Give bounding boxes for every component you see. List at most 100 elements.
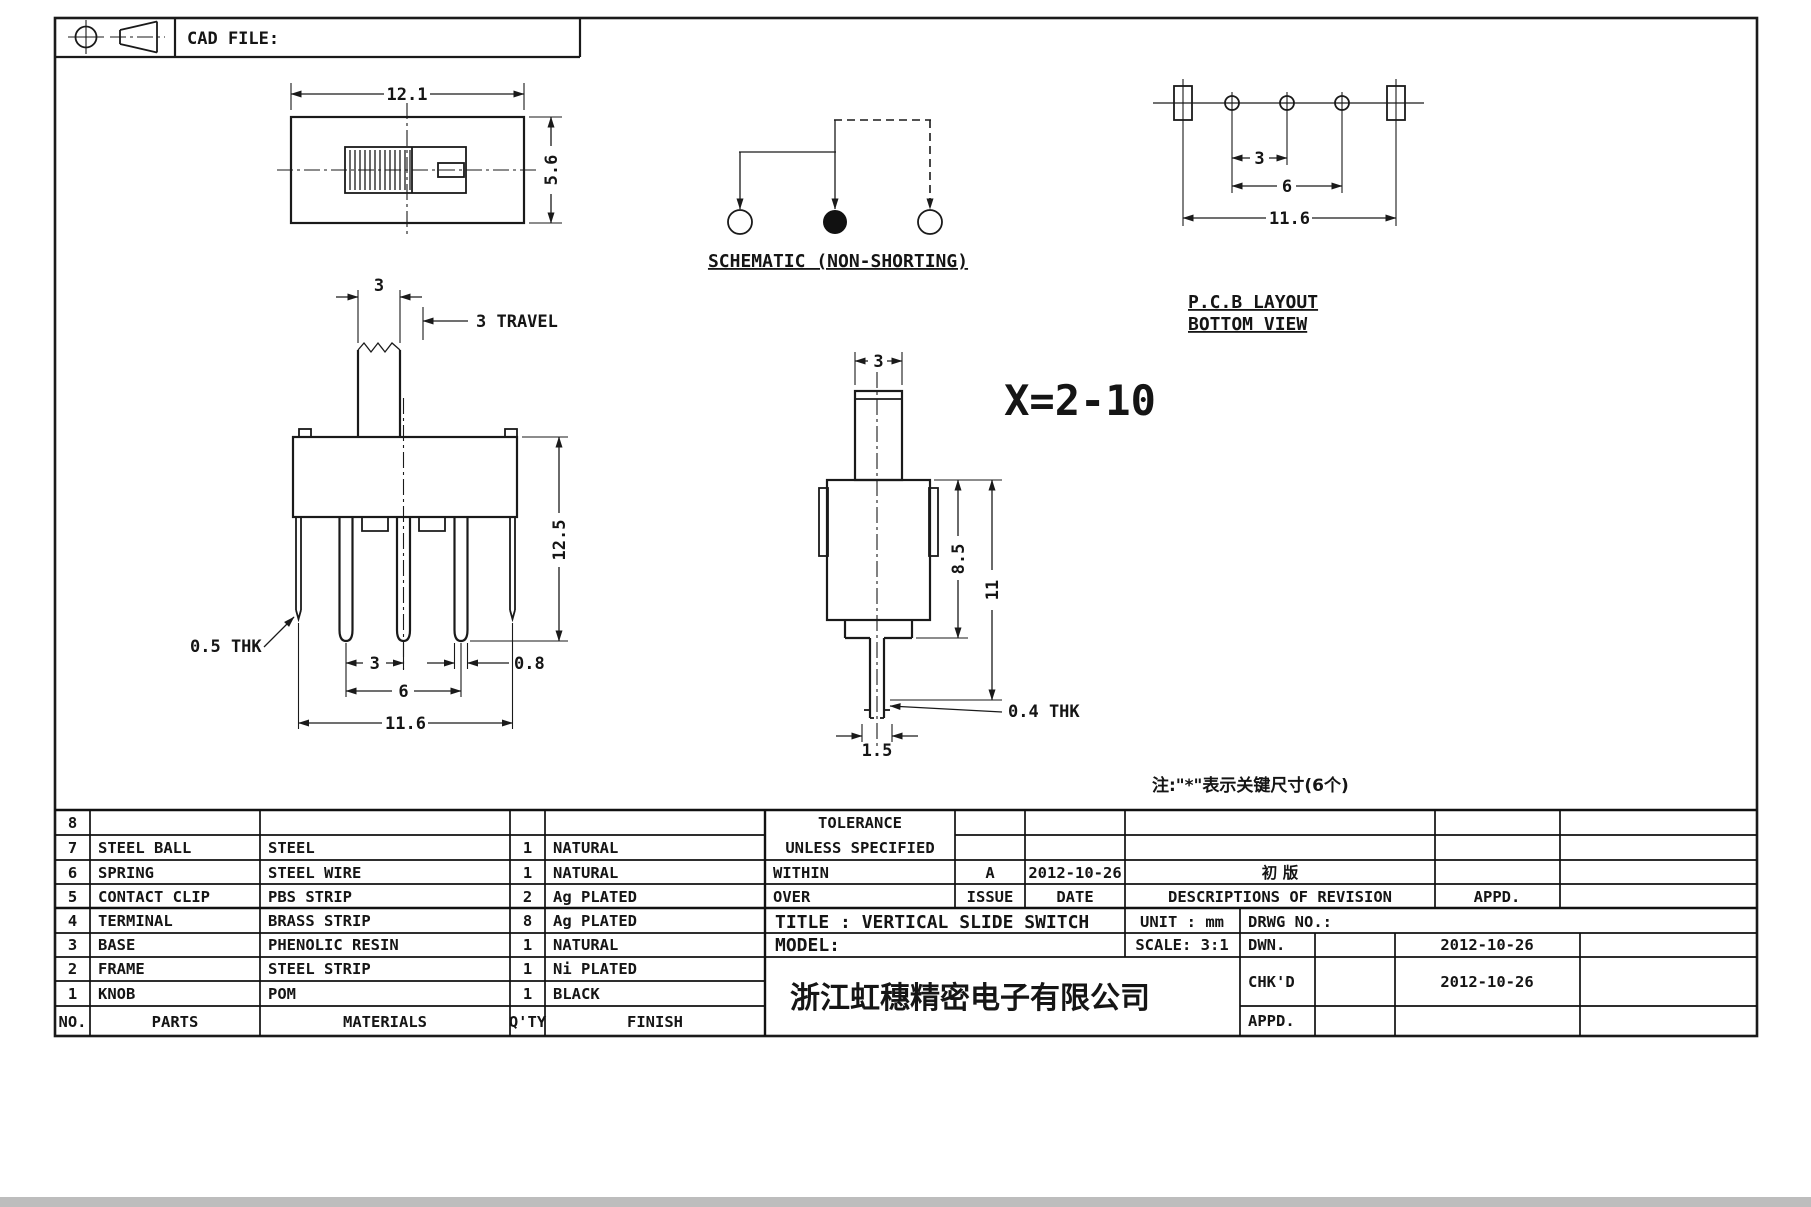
header-qty: Q'TY [509, 1013, 547, 1031]
dim-side-knob: 3 [873, 352, 883, 372]
unit-label: UNIT : mm [1140, 913, 1224, 931]
pcb-layout-view: 3 6 11.6 P.C.B LAYOUT BOTTOM VIEW [1153, 79, 1424, 335]
over-label: OVER [773, 888, 811, 906]
dim-pcb-pitch: 3 [1254, 149, 1264, 169]
parts-table: 8 7 STEEL BALL STEEL 1 NATURAL 6 SPRING … [59, 814, 684, 1031]
tolerance-line2: UNLESS SPECIFIED [785, 839, 934, 857]
cell-qty: 1 [523, 985, 532, 1003]
cell-finish: NATURAL [553, 936, 618, 954]
header-parts: PARTS [152, 1013, 199, 1031]
within-label: WITHIN [773, 864, 829, 882]
parts-row: 4 TERMINAL BRASS STRIP 8 Ag PLATED [68, 912, 637, 930]
cell-no: 2 [68, 960, 77, 978]
cell-finish: Ni PLATED [553, 960, 637, 978]
cell-parts: CONTACT CLIP [98, 888, 210, 906]
dim-front-pin-width: 0.8 [514, 654, 545, 674]
dim-front-overall: 11.6 [385, 714, 426, 734]
cell-materials: STEEL WIRE [268, 864, 361, 882]
pcb-bottom-view-title: BOTTOM VIEW [1188, 314, 1307, 335]
dim-side-overall-height: 11 [983, 580, 1003, 600]
front-view: 3 3 TRAVEL 12.5 3 6 0.8 11.6 0.5 [190, 276, 570, 734]
header-materials: MATERIALS [343, 1013, 427, 1031]
dim-front-pin-span: 6 [398, 682, 408, 702]
table-grid [55, 808, 1757, 1036]
parts-row: 7 STEEL BALL STEEL 1 NATURAL [68, 839, 619, 857]
cell-no: 1 [68, 985, 77, 1003]
dim-front-height: 12.5 [550, 520, 570, 561]
side-thk-label: 0.4 THK [1008, 702, 1080, 722]
cell-no: 7 [68, 839, 77, 857]
cell-finish: Ag PLATED [553, 888, 637, 906]
parts-row: 8 [68, 814, 77, 832]
front-thk-label: 0.5 THK [190, 637, 262, 657]
cell-no: 3 [68, 936, 77, 954]
cell-parts: BASE [98, 936, 135, 954]
cell-qty: 2 [523, 888, 532, 906]
cell-parts: SPRING [98, 864, 154, 882]
date-header: DATE [1056, 888, 1093, 906]
dwn-label: DWN. [1248, 936, 1285, 954]
dim-top-width: 12.1 [387, 85, 428, 105]
common-terminal-dot [823, 210, 847, 234]
cell-qty: 1 [523, 960, 532, 978]
dim-front-knob: 3 [374, 276, 384, 296]
issue-value: A [985, 864, 995, 882]
parts-row: 5 CONTACT CLIP PBS STRIP 2 Ag PLATED [68, 888, 637, 906]
chkd-date: 2012-10-26 [1440, 973, 1533, 991]
drwg-no-label: DRWG NO.: [1248, 913, 1332, 931]
revision-description-value: 初 版 [1262, 863, 1299, 882]
cell-finish: BLACK [553, 985, 600, 1003]
parts-row: 6 SPRING STEEL WIRE 1 NATURAL [68, 864, 619, 882]
cell-finish: NATURAL [553, 839, 618, 857]
issue-date-value: 2012-10-26 [1028, 864, 1121, 882]
scan-edge [0, 1197, 1811, 1207]
header-finish: FINISH [627, 1013, 683, 1031]
cell-finish: Ag PLATED [553, 912, 637, 930]
parts-header-row: NO. PARTS MATERIALS Q'TY FINISH [59, 1013, 684, 1031]
cell-no: 4 [68, 912, 77, 930]
cell-materials: POM [268, 985, 296, 1003]
scale-label: SCALE: 3:1 [1135, 936, 1228, 954]
cell-finish: NATURAL [553, 864, 618, 882]
company-name: 浙江虹穗精密电子有限公司 [790, 981, 1150, 1016]
side-view: 3 8.5 11 0.4 THK 1.5 [818, 352, 1080, 761]
cell-qty: 1 [523, 936, 532, 954]
schematic-label: SCHEMATIC (NON-SHORTING) [708, 251, 968, 272]
drawing-title: TITLE : VERTICAL SLIDE SWITCH [775, 912, 1089, 933]
parts-row: 3 BASE PHENOLIC RESIN 1 NATURAL [68, 936, 619, 954]
cell-qty: 1 [523, 839, 532, 857]
dim-side-pin: 1.5 [862, 741, 893, 761]
cell-materials: PHENOLIC RESIN [268, 936, 399, 954]
cell-parts: FRAME [98, 960, 145, 978]
dim-pcb-overall: 11.6 [1269, 209, 1310, 229]
cell-qty: 1 [523, 864, 532, 882]
dwn-date: 2012-10-26 [1440, 936, 1533, 954]
travel-label: 3 TRAVEL [476, 312, 558, 332]
dim-front-pin-pitch: 3 [370, 654, 380, 674]
cell-no: 6 [68, 864, 77, 882]
cell-no: 8 [68, 814, 77, 832]
chkd-label: CHK'D [1248, 973, 1295, 991]
projection-symbol [68, 20, 165, 54]
dim-side-body-height: 8.5 [949, 544, 969, 575]
cad-file-label: CAD FILE: [187, 29, 279, 49]
appd-header: APPD. [1474, 888, 1521, 906]
dim-top-height: 5.6 [542, 155, 562, 186]
model-label: MODEL: [775, 935, 840, 956]
descriptions-header: DESCRIPTIONS OF REVISION [1168, 888, 1392, 906]
key-dimension-note: 注:"*"表示关键尺寸(6个) [1152, 775, 1349, 796]
parts-row: 1 KNOB POM 1 BLACK [68, 985, 600, 1003]
issue-header: ISSUE [967, 888, 1014, 906]
cell-materials: PBS STRIP [268, 888, 352, 906]
cell-no: 5 [68, 888, 77, 906]
appd-label: APPD. [1248, 1012, 1295, 1030]
pcb-layout-title: P.C.B LAYOUT [1188, 292, 1318, 313]
cell-materials: STEEL STRIP [268, 960, 371, 978]
sheet-frame [53, 16, 1759, 1038]
dim-pcb-span: 6 [1282, 177, 1292, 197]
top-view: 12.1 5.6 [277, 83, 562, 237]
cell-parts: STEEL BALL [98, 839, 191, 857]
title-block: TOLERANCE UNLESS SPECIFIED WITHIN OVER A… [773, 814, 1534, 1030]
cell-qty: 8 [523, 912, 532, 930]
